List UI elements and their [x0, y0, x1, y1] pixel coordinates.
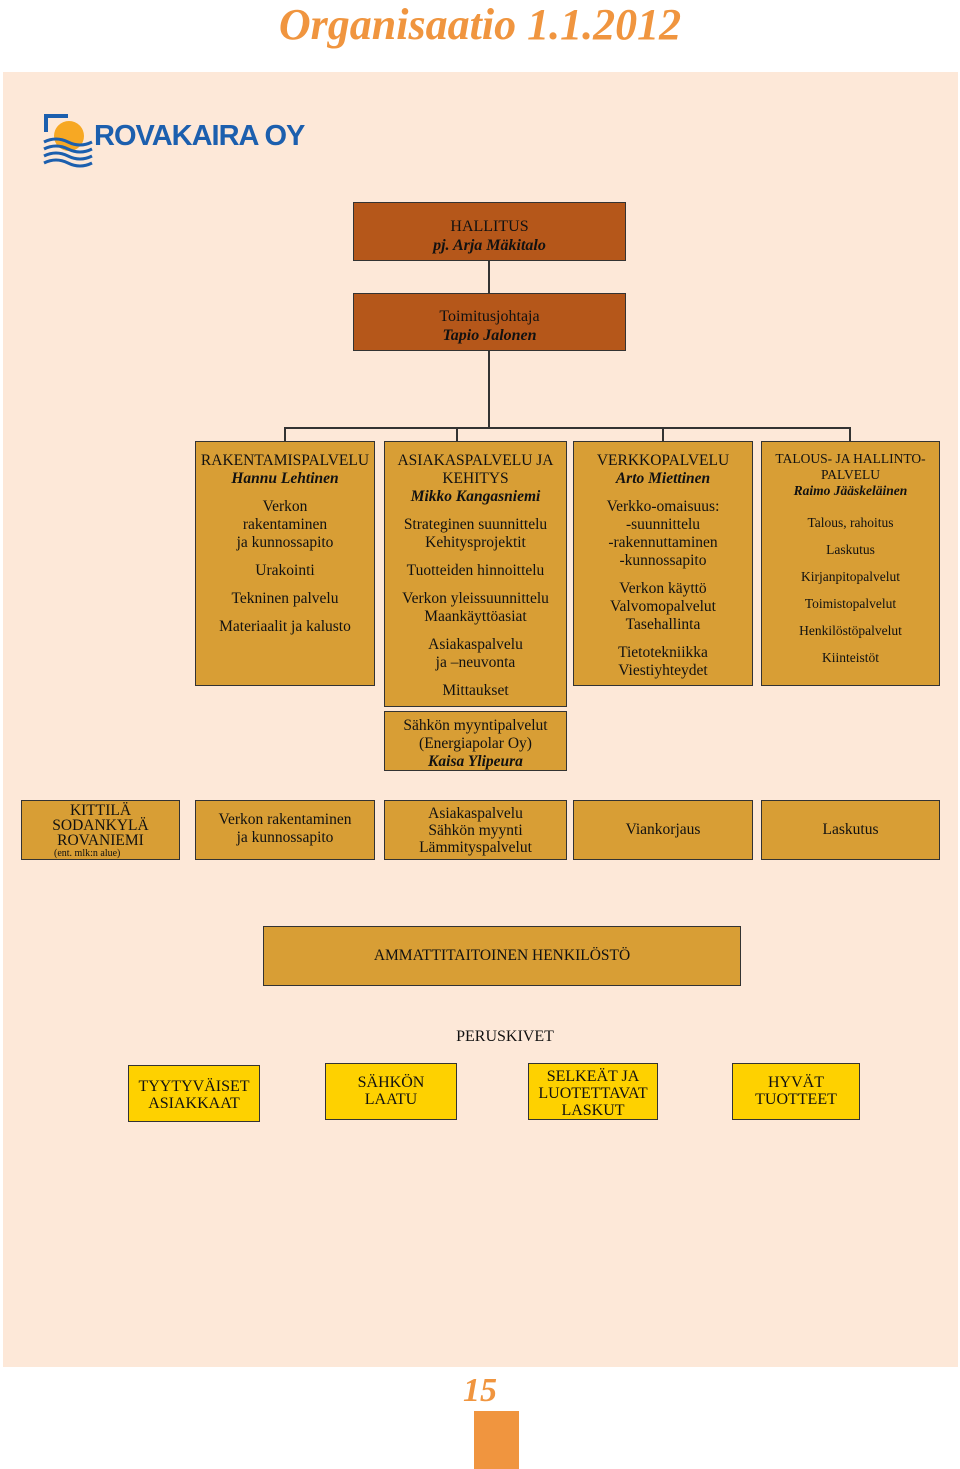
unit-task: Tasehallinta [625, 616, 701, 633]
unit-task: Valvomopalvelut [610, 598, 716, 615]
company-logo: ROVAKAIRA OY [42, 112, 305, 172]
cornerstone-text: LASKUT [561, 1102, 625, 1119]
unit-name: KEHITYS [442, 470, 509, 487]
unit-task: Strateginen suunnittelu [403, 516, 548, 533]
unit-task: Tietotekniikka [618, 644, 708, 661]
unit-name: VERKKOPALVELU [596, 452, 730, 469]
cornerstone-text: SELKEÄT JA [546, 1068, 640, 1085]
unit-task: Verkon käyttö [619, 580, 707, 597]
cornerstone-box: TYYTYVÄISET ASIAKKAAT [128, 1065, 260, 1122]
connector-line [849, 427, 851, 441]
regional-service-box: Viankorjaus [573, 800, 753, 860]
cornerstone-text: SÄHKÖN [357, 1074, 425, 1091]
unit-task: Talous, rahoitus [807, 515, 894, 530]
subsidiary-service: Sähkön myyntipalvelut [403, 717, 548, 734]
unit-task: -rakennuttaminen [608, 534, 718, 551]
cornerstone-text: TUOTTEET [755, 1091, 837, 1108]
unit-task: ja kunnossapito [236, 534, 334, 551]
unit-name: ASIAKASPALVELU JA [397, 452, 554, 469]
peruskivet-label: PERUSKIVET [456, 1028, 554, 1045]
regional-service: Sähkön myynti [428, 822, 523, 839]
cornerstone-text: HYVÄT [768, 1074, 824, 1091]
connector-line [284, 427, 850, 429]
region-name: KITTILÄ [69, 802, 132, 819]
region-name: ROVANIEMI [57, 832, 144, 849]
cornerstone-text: TYYTYVÄISET [138, 1078, 250, 1095]
connector-line [456, 427, 458, 441]
board-chair: pj. Arja Mäkitalo [433, 237, 546, 254]
unit-asiakaspalvelu-ja-kehitys: ASIAKASPALVELU JA KEHITYS Mikko Kangasni… [384, 441, 567, 707]
unit-task: Materiaalit ja kalusto [219, 618, 351, 635]
unit-task: Verkko-omaisuus: [606, 498, 720, 515]
unit-head: Raimo Jääskeläinen [793, 483, 908, 498]
unit-task: Henkilöstöpalvelut [799, 623, 902, 638]
unit-task: Toimistopalvelut [804, 596, 897, 611]
staff-label: AMMATTITAITOINEN HENKILÖSTÖ [373, 947, 631, 964]
unit-verkkopalvelu: VERKKOPALVELU Arto Miettinen Verkko-omai… [573, 441, 753, 686]
ceo-name: Tapio Jalonen [442, 327, 537, 344]
unit-task: Mittaukset [442, 682, 509, 699]
unit-name: TALOUS- JA HALLINTO- [775, 451, 926, 466]
regional-service-box: Laskutus [761, 800, 940, 860]
unit-task: Viestiyhteydet [618, 662, 708, 679]
region-name: SODANKYLÄ [52, 817, 149, 834]
cornerstone-text: LAATU [364, 1091, 418, 1108]
logo-text: ROVAKAIRA OY [94, 120, 305, 152]
cornerstone-box: SÄHKÖN LAATU [325, 1063, 457, 1120]
unit-task: Kehitysprojektit [425, 534, 526, 551]
unit-task: rakentaminen [242, 516, 328, 533]
unit-name: RAKENTAMISPALVELU [200, 452, 370, 469]
unit-task: -suunnittelu [625, 516, 701, 533]
unit-task: Tekninen palvelu [231, 590, 339, 607]
unit-talous-ja-hallintopalvelu: TALOUS- JA HALLINTO- PALVELU Raimo Jääsk… [761, 441, 940, 686]
ceo-title: Toimitusjohtaja [439, 308, 540, 325]
regional-service: Lämmityspalvelut [419, 839, 532, 856]
unit-head: Arto Miettinen [615, 470, 711, 487]
regional-service-box: Asiakaspalvelu Sähkön myynti Lämmityspal… [384, 800, 567, 860]
unit-task: Laskutus [826, 542, 875, 557]
staff-box: AMMATTITAITOINEN HENKILÖSTÖ [263, 926, 741, 986]
connector-line [284, 427, 286, 441]
cornerstone-text: ASIAKKAAT [148, 1095, 240, 1112]
unit-name: PALVELU [820, 467, 881, 482]
connector-line [488, 261, 490, 293]
unit-task: Verkon [262, 498, 308, 515]
regional-service: Laskutus [822, 821, 879, 838]
subsidiary-head: Kaisa Ylipeura [428, 753, 523, 770]
sun-waves-icon [43, 114, 93, 168]
unit-task: Kirjanpitopalvelut [801, 569, 900, 584]
page-tab-marker [474, 1411, 519, 1469]
cornerstone-box: HYVÄT TUOTTEET [732, 1063, 860, 1120]
regional-service: Viankorjaus [625, 821, 701, 838]
subsidiary-box: Sähkön myyntipalvelut (Energiapolar Oy) … [384, 711, 567, 771]
unit-task: -kunnossapito [619, 552, 707, 569]
cornerstone-text: LUOTETTAVAT [538, 1085, 648, 1102]
unit-task: Asiakaspalvelu [428, 636, 523, 653]
unit-task: Urakointi [255, 562, 315, 579]
board-label: HALLITUS [450, 218, 529, 235]
board-box: HALLITUS pj. Arja Mäkitalo [353, 202, 626, 261]
unit-head: Mikko Kangasniemi [410, 488, 541, 505]
unit-task: Verkon yleissuunnittelu [402, 590, 549, 607]
regional-service: ja kunnossapito [236, 829, 334, 846]
connector-line [488, 351, 490, 427]
unit-task: Kiinteistöt [822, 650, 879, 665]
cornerstone-box: SELKEÄT JA LUOTETTAVAT LASKUT [528, 1063, 658, 1120]
unit-task: Tuotteiden hinnoittelu [406, 562, 545, 579]
region-box: KITTILÄ SODANKYLÄ ROVANIEMI (ent. mlk:n … [21, 800, 180, 860]
connector-line [662, 427, 664, 441]
regional-service: Asiakaspalvelu [428, 805, 523, 822]
subsidiary-company: (Energiapolar Oy) [419, 735, 532, 752]
page-title: Organisaatio 1.1.2012 [278, 0, 682, 49]
ceo-box: Toimitusjohtaja Tapio Jalonen [353, 293, 626, 351]
unit-head: Hannu Lehtinen [231, 470, 339, 487]
unit-rakentamispalvelu: RAKENTAMISPALVELU Hannu Lehtinen Verkon … [195, 441, 375, 686]
region-note: (ent. mlk:n alue) [54, 848, 121, 859]
unit-task: ja –neuvonta [435, 654, 516, 671]
page-number: 15 [463, 1372, 497, 1409]
unit-task: Maankäyttöasiat [424, 608, 527, 625]
regional-service-box: Verkon rakentaminen ja kunnossapito [195, 800, 375, 860]
regional-service: Verkon rakentaminen [218, 811, 352, 828]
